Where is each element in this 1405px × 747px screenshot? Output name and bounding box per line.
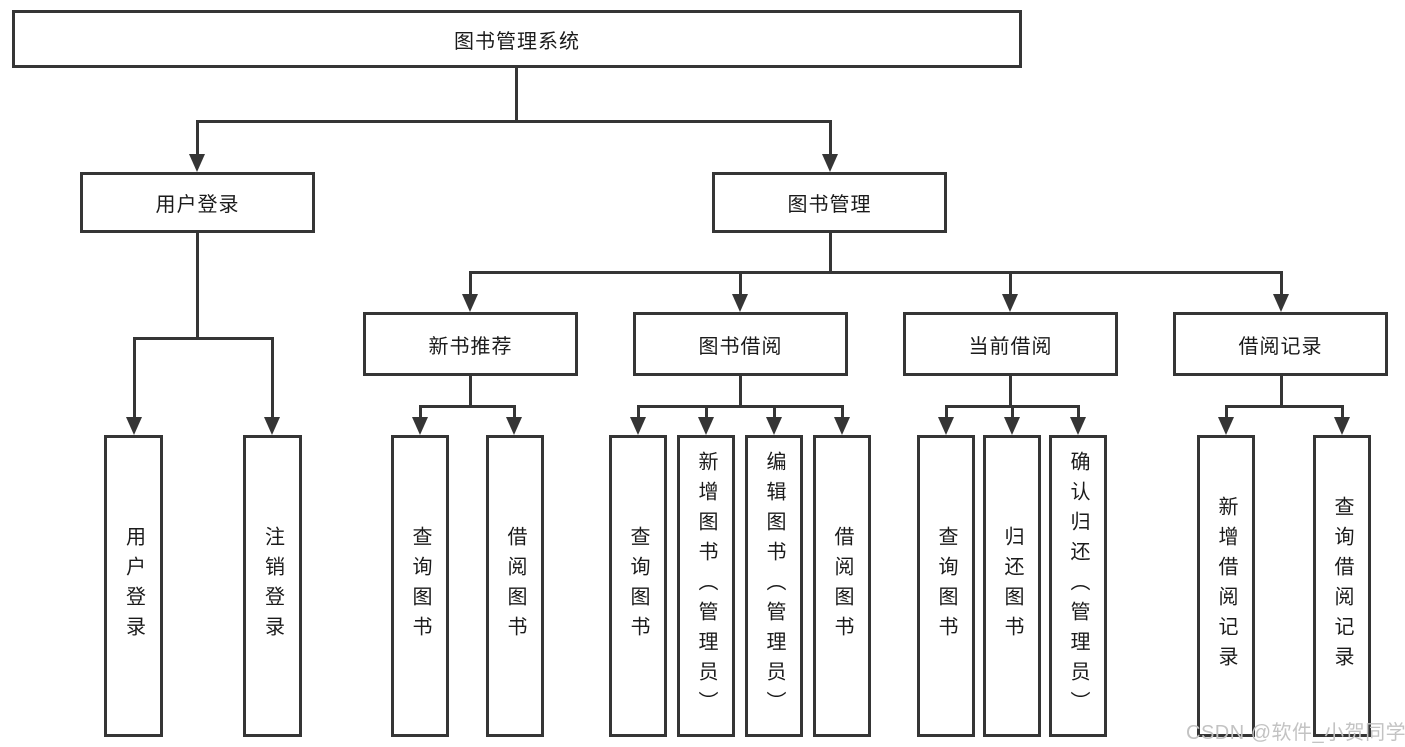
node-label: 注销登录: [261, 526, 284, 646]
node-current-borrow: 当前借阅: [903, 312, 1118, 376]
arrow-down-icon: [822, 154, 838, 172]
arrow-down-icon: [732, 294, 748, 312]
arrow-down-icon: [264, 417, 280, 435]
connector-vline: [515, 68, 518, 120]
connector-hline: [469, 271, 1282, 274]
connector-vline: [1009, 271, 1012, 296]
connector-vline: [739, 376, 742, 405]
connector-vline: [637, 405, 640, 419]
arrow-down-icon: [766, 417, 782, 435]
connector-vline: [196, 233, 199, 339]
node-book-borrow: 图书借阅: [633, 312, 848, 376]
node-label: 图书管理系统: [454, 30, 580, 53]
node-label: 借阅图书: [831, 526, 853, 646]
connector-vline: [945, 405, 948, 419]
connector-vline: [1009, 376, 1012, 405]
node-label: 当前借阅: [968, 335, 1053, 358]
connector-vline: [419, 405, 422, 419]
connector-vline: [196, 120, 199, 156]
arrow-down-icon: [412, 417, 428, 435]
connector-vline: [829, 233, 832, 271]
node-label: 借阅图书: [504, 526, 526, 646]
node-user-login: 用户登录: [80, 172, 315, 233]
node-label: 新增图书（管理员）: [695, 451, 717, 721]
node-query-books-c: 查询图书: [917, 435, 975, 737]
node-borrow-records: 借阅记录: [1173, 312, 1388, 376]
node-user-login-leaf: 用户登录: [104, 435, 163, 737]
connector-hline: [419, 405, 516, 408]
arrow-down-icon: [1334, 417, 1350, 435]
node-label: 查询图书: [935, 526, 957, 646]
node-library-system: 图书管理系统: [12, 10, 1022, 68]
node-add-books-admin: 新增图书（管理员）: [677, 435, 735, 737]
connector-vline: [1280, 376, 1283, 405]
connector-vline: [1280, 271, 1283, 296]
node-label: 新增借阅记录: [1215, 496, 1237, 676]
connector-vline: [739, 271, 742, 296]
node-label: 编辑图书（管理员）: [763, 451, 785, 721]
node-label: 归还图书: [1001, 526, 1023, 646]
connector-vline: [1077, 405, 1080, 419]
connector-vline: [1341, 405, 1344, 419]
node-label: 用户登录: [155, 194, 240, 216]
connector-vline: [469, 376, 472, 405]
connector-vline: [513, 405, 516, 419]
node-add-borrow-record: 新增借阅记录: [1197, 435, 1255, 737]
arrow-down-icon: [698, 417, 714, 435]
node-label: 图书借阅: [698, 335, 783, 358]
arrow-down-icon: [1070, 417, 1086, 435]
watermark: CSDN @软件_小贺同学: [1186, 722, 1405, 744]
node-query-borrow-record: 查询借阅记录: [1313, 435, 1371, 737]
connector-hline: [133, 337, 273, 340]
node-confirm-return-admin: 确认归还（管理员）: [1049, 435, 1107, 737]
connector-vline: [705, 405, 708, 419]
arrow-down-icon: [126, 417, 142, 435]
connector-hline: [196, 120, 832, 123]
arrow-down-icon: [1004, 417, 1020, 435]
connector-hline: [637, 405, 843, 408]
arrow-down-icon: [462, 294, 478, 312]
node-return-books: 归还图书: [983, 435, 1041, 737]
node-logout: 注销登录: [243, 435, 302, 737]
connector-hline: [1225, 405, 1343, 408]
node-borrow-books-b: 借阅图书: [813, 435, 871, 737]
node-label: 确认归还（管理员）: [1067, 451, 1089, 721]
node-label: 查询图书: [409, 526, 431, 646]
arrow-down-icon: [1273, 294, 1289, 312]
connector-vline: [469, 271, 472, 296]
node-query-books-a: 查询图书: [391, 435, 449, 737]
connector-vline: [829, 120, 832, 156]
node-label: 查询借阅记录: [1331, 496, 1353, 676]
connector-vline: [133, 337, 136, 419]
arrow-down-icon: [506, 417, 522, 435]
node-label: 新书推荐: [428, 335, 513, 358]
node-book-management: 图书管理: [712, 172, 947, 233]
arrow-down-icon: [1002, 294, 1018, 312]
arrow-down-icon: [834, 417, 850, 435]
connector-vline: [1225, 405, 1228, 419]
arrow-down-icon: [630, 417, 646, 435]
node-new-book-recommend: 新书推荐: [363, 312, 578, 376]
arrow-down-icon: [1218, 417, 1234, 435]
node-label: 查询图书: [627, 526, 649, 646]
arrow-down-icon: [189, 154, 205, 172]
node-edit-books-admin: 编辑图书（管理员）: [745, 435, 803, 737]
node-label: 用户登录: [122, 526, 145, 646]
node-label: 借阅记录: [1238, 335, 1323, 358]
node-borrow-books-a: 借阅图书: [486, 435, 544, 737]
connector-vline: [1011, 405, 1014, 419]
node-query-books-b: 查询图书: [609, 435, 667, 737]
connector-vline: [271, 337, 274, 419]
node-label: 图书管理: [787, 194, 872, 216]
connector-vline: [773, 405, 776, 419]
connector-vline: [841, 405, 844, 419]
arrow-down-icon: [938, 417, 954, 435]
